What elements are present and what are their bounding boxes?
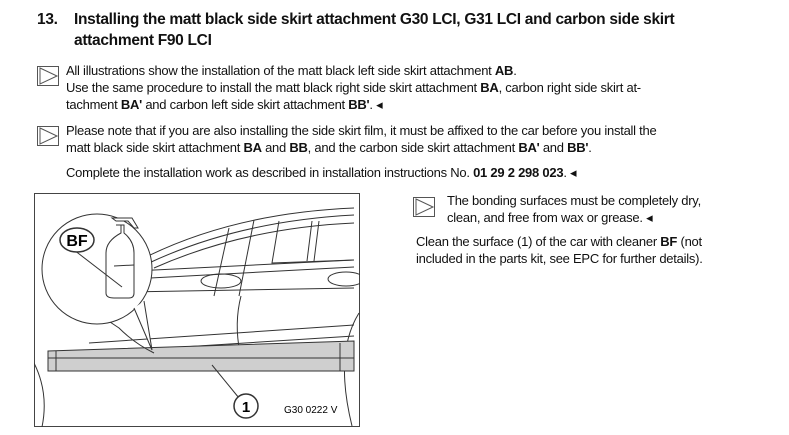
section-title-line2: attachment F90 LCI [74, 32, 212, 49]
section-title-line1: Installing the matt black side skirt att… [74, 11, 675, 28]
car-side-skirt-illustration: BF 1 G30 0222 V [34, 193, 360, 427]
note1-text: All illustrations show the installation … [66, 63, 641, 112]
complete-text: Complete the installation work as descri… [66, 165, 577, 180]
callout-bf: BF [66, 233, 88, 250]
note2-text: Please note that if you are also install… [66, 123, 657, 155]
figure-code: G30 0222 V [284, 405, 338, 416]
note-icon [37, 66, 59, 86]
note-icon [37, 126, 59, 146]
section-number: 13. [37, 11, 58, 28]
note-icon [413, 197, 435, 217]
note3-text: The bonding surfaces must be completely … [447, 193, 701, 225]
callout-1: 1 [242, 399, 250, 416]
clean-text: Clean the surface (1) of the car with cl… [416, 234, 703, 266]
